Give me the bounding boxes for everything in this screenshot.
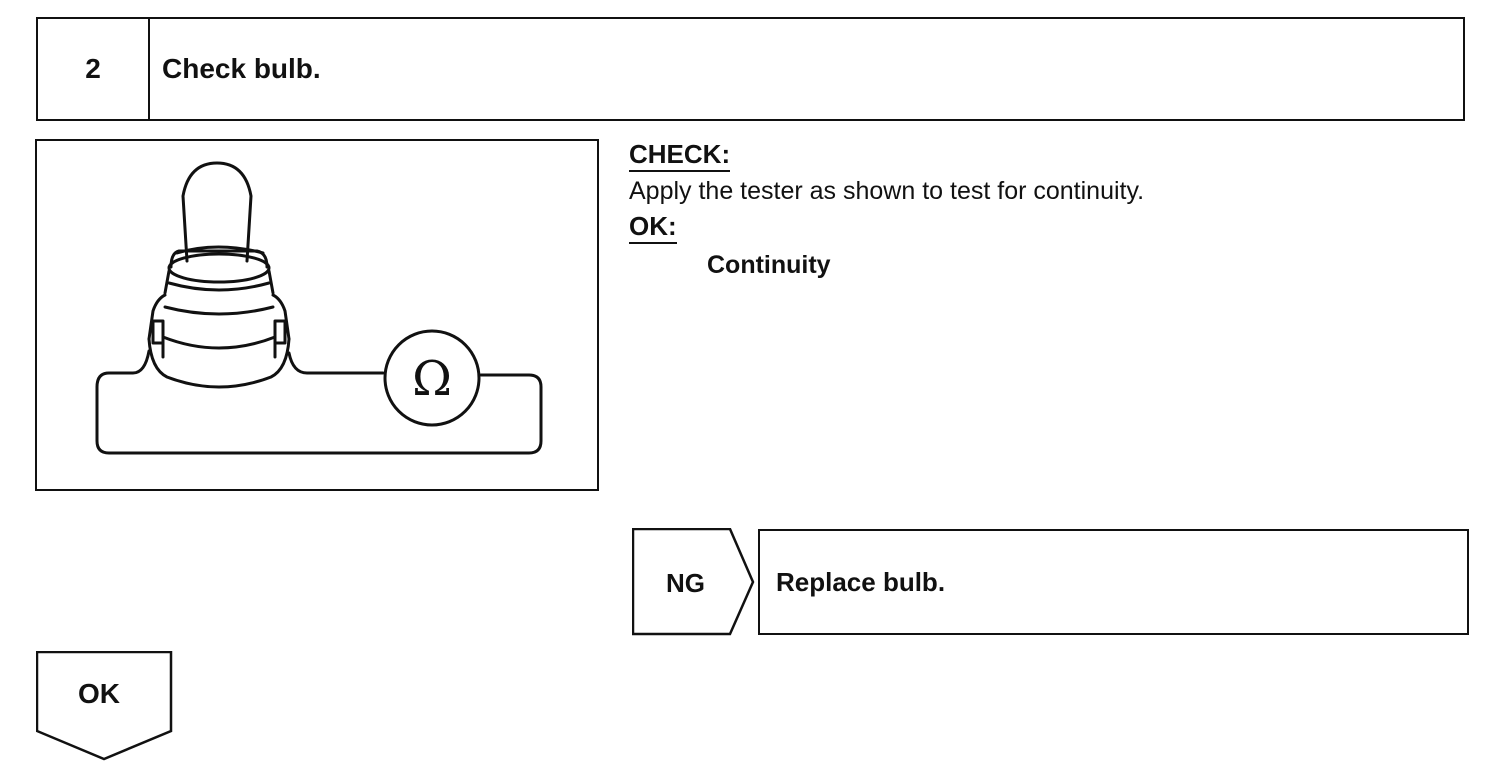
ng-tag: NG (631, 527, 756, 636)
ok-arrow-icon (35, 650, 173, 761)
step-number: 2 (38, 19, 150, 119)
ok-heading: OK: (629, 210, 677, 244)
ok-tag: OK (35, 650, 173, 761)
ng-label: NG (666, 568, 705, 598)
ok-label: OK (78, 678, 120, 709)
step-title: Check bulb. (162, 53, 321, 84)
ohm-symbol: Ω (412, 351, 452, 407)
check-block: CHECK: Apply the tester as shown to test… (629, 138, 1469, 282)
check-instruction: Apply the tester as shown to test for co… (629, 177, 1145, 205)
check-heading: CHECK: (629, 138, 731, 172)
step-header: 2 Check bulb. (36, 17, 1465, 121)
ok-result: Continuity (707, 251, 831, 279)
ng-arrow-icon (631, 527, 755, 636)
bulb-test-illustration: Ω (35, 139, 599, 491)
bulb-continuity-tester-icon: Ω (95, 161, 543, 455)
ng-action-box: Replace bulb. (758, 529, 1469, 635)
